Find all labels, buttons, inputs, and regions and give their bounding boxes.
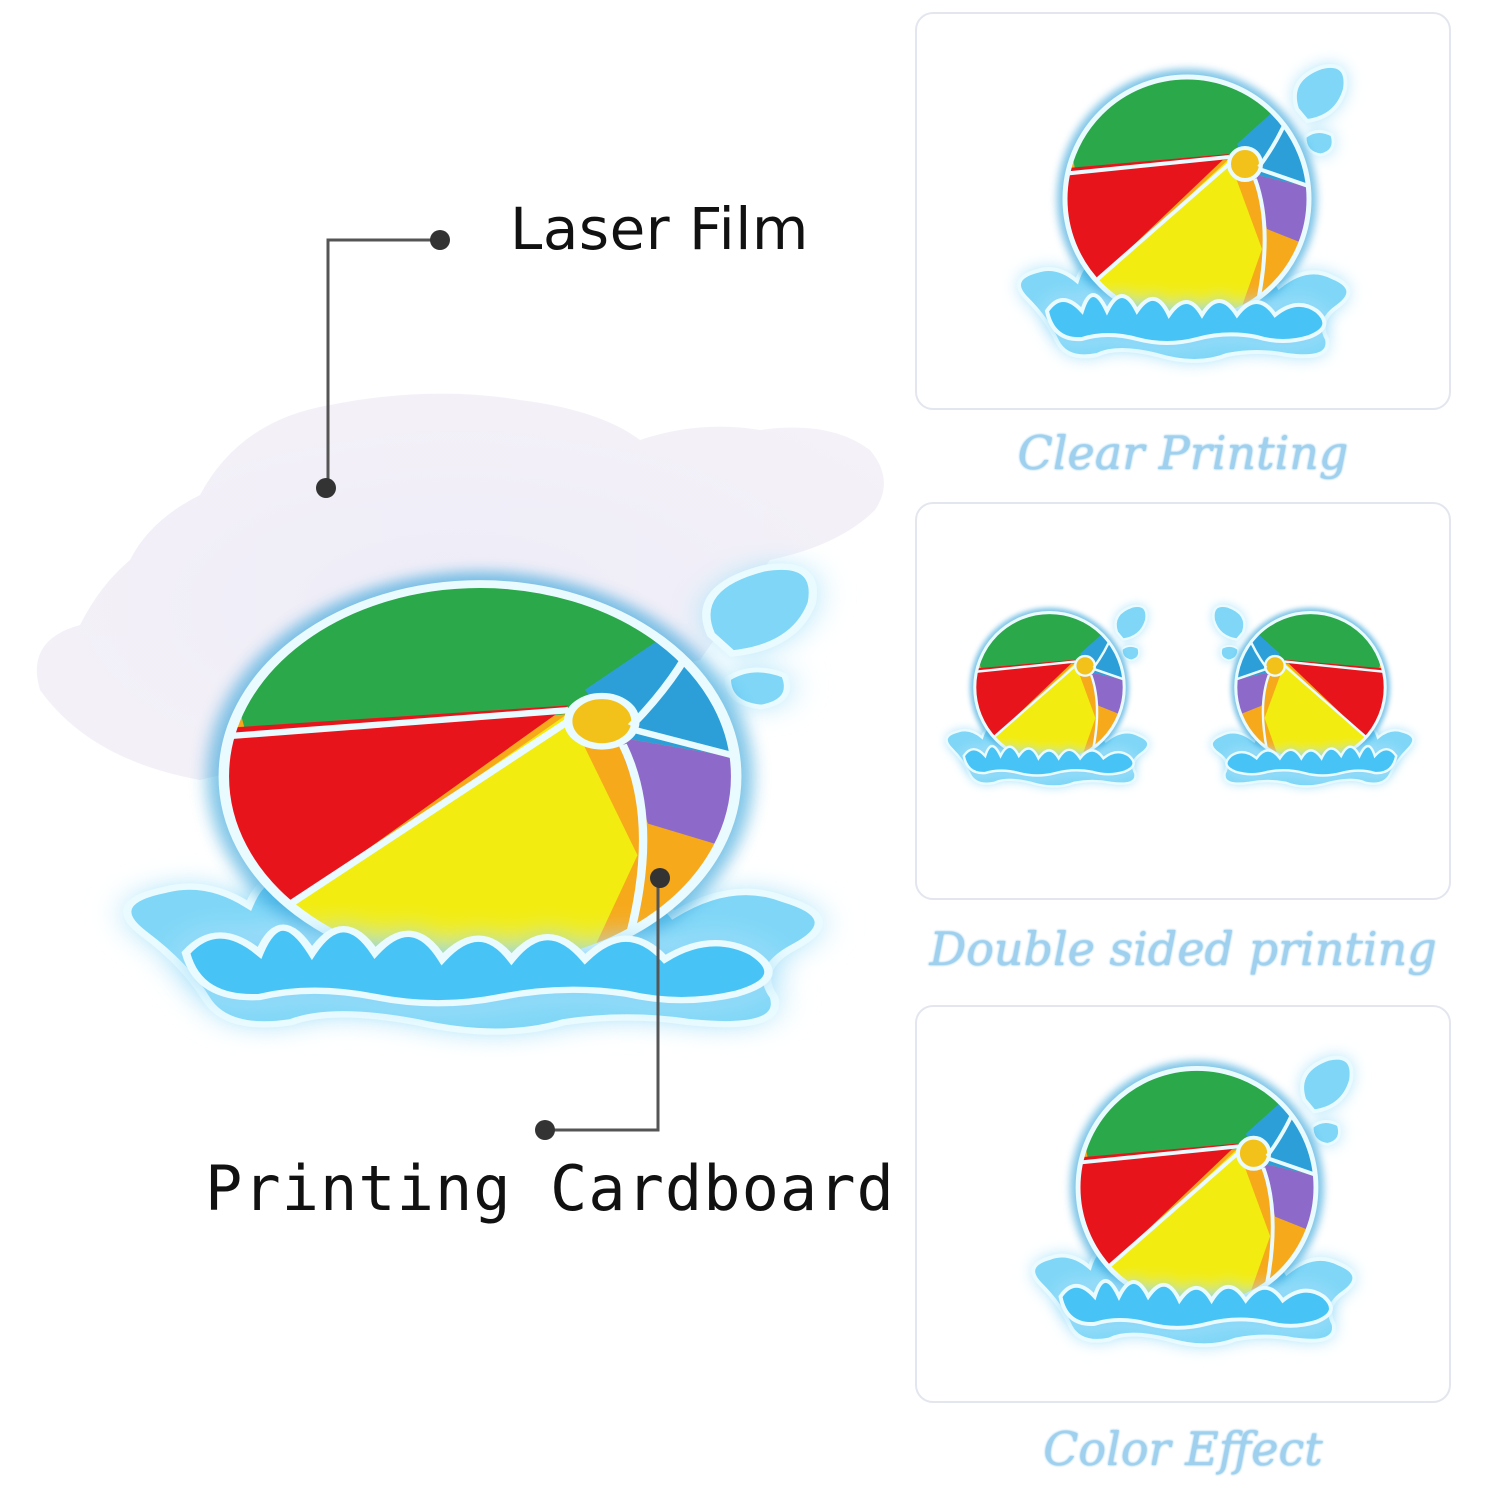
printing-cardboard-label: Printing Cardboard	[205, 1152, 895, 1225]
cardboard-target-dot	[650, 868, 670, 888]
color-effect-panel	[915, 1005, 1451, 1403]
beach-ball-icon	[917, 1007, 1451, 1403]
double-sided-printing-caption: Double sided printing	[929, 922, 1437, 976]
beach-ball-icon	[917, 14, 1451, 410]
color-effect-caption: Color Effect	[1043, 1422, 1323, 1476]
double-sided-printing-panel	[915, 502, 1451, 900]
laser-film-pointer-dot	[430, 230, 450, 250]
cardboard-pointer-dot	[535, 1120, 555, 1140]
clear-printing-panel	[915, 12, 1451, 410]
clear-printing-caption: Clear Printing	[1017, 426, 1349, 480]
callout-lines	[316, 230, 670, 1140]
laser-film-target-dot	[316, 478, 336, 498]
double-beach-ball-icons	[917, 504, 1451, 900]
laser-film-label: Laser Film	[510, 195, 809, 263]
